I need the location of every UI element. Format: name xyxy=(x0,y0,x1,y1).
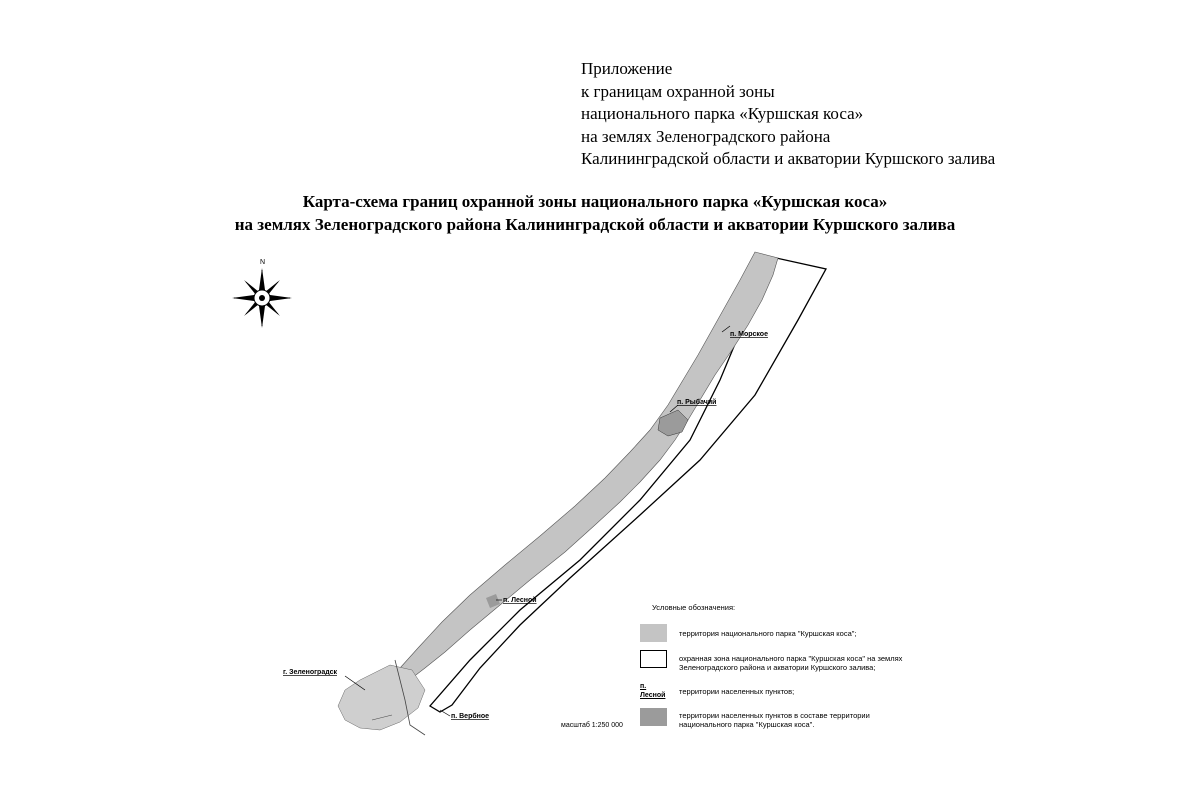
compass-rose-icon: N xyxy=(232,259,292,328)
settlement-rybachy-area xyxy=(657,409,689,437)
label-morskoe: п. Морское xyxy=(721,325,768,338)
legend-text: территория национального парка "Куршская… xyxy=(679,629,857,638)
svg-text:п. Морское: п. Морское xyxy=(730,331,768,338)
svg-text:п. Рыбачий: п. Рыбачий xyxy=(677,398,716,406)
legend-text: территории населенных пунктов в составе … xyxy=(679,711,870,729)
legend-swatch-park xyxy=(640,624,667,642)
appendix-line: Калининградской области и акватории Курш… xyxy=(581,149,996,168)
legend-title: Условные обозначения: xyxy=(652,603,736,612)
settlement-lesnoy-area xyxy=(486,594,500,608)
legend-item-settlement-park: территории населенных пунктов в составе … xyxy=(640,708,909,729)
protection-zone-boundary xyxy=(429,253,827,713)
svg-text:п. Лесной: п. Лесной xyxy=(503,596,537,604)
appendix-line: национального парка «Куршская коса» xyxy=(581,104,864,123)
appendix-line: на землях Зеленоградского района xyxy=(581,126,831,146)
map-title-line1: Карта-схема границ охранной зоны национа… xyxy=(302,192,888,211)
legend-swatch-settlement-park xyxy=(640,708,667,726)
national-park-territory xyxy=(399,251,779,679)
map-title-line2: на землях Зеленоградского района Калинин… xyxy=(234,215,956,234)
legend-swatch-zone xyxy=(640,650,667,668)
compass-north-label: N xyxy=(260,259,265,266)
label-lesnoy: п. Лесной xyxy=(496,596,537,604)
appendix-line: к границам охранной зоны xyxy=(581,81,775,101)
appendix-block: Приложение к границам охранной зоны наци… xyxy=(581,58,995,171)
label-rybachy: п. Рыбачий xyxy=(669,398,716,413)
legend-text: территории населенных пунктов; xyxy=(679,687,795,696)
legend-swatch-settlement-label: п. Лесной xyxy=(640,683,666,699)
appendix-line: Приложение xyxy=(581,59,673,78)
zelenogradsk-area xyxy=(337,664,426,731)
svg-text:п. Вербное: п. Вербное xyxy=(451,712,489,720)
label-verbnoe: п. Вербное xyxy=(439,709,489,720)
legend-text: охранная зона национального парка "Куршс… xyxy=(679,654,903,672)
legend-item-zone: охранная зона национального парка "Куршс… xyxy=(640,650,939,672)
map-title: Карта-схема границ охранной зоны национа… xyxy=(0,190,1190,236)
label-zelenogradsk: г. Зеленоградск xyxy=(283,669,366,691)
map-scale: масштаб 1:250 000 xyxy=(561,722,623,729)
legend-item-settlement: п. Лесной территории населенных пунктов; xyxy=(640,683,795,699)
svg-text:г. Зеленоградск: г. Зеленоградск xyxy=(283,669,337,676)
legend-item-park: территория национального парка "Куршская… xyxy=(640,624,857,642)
